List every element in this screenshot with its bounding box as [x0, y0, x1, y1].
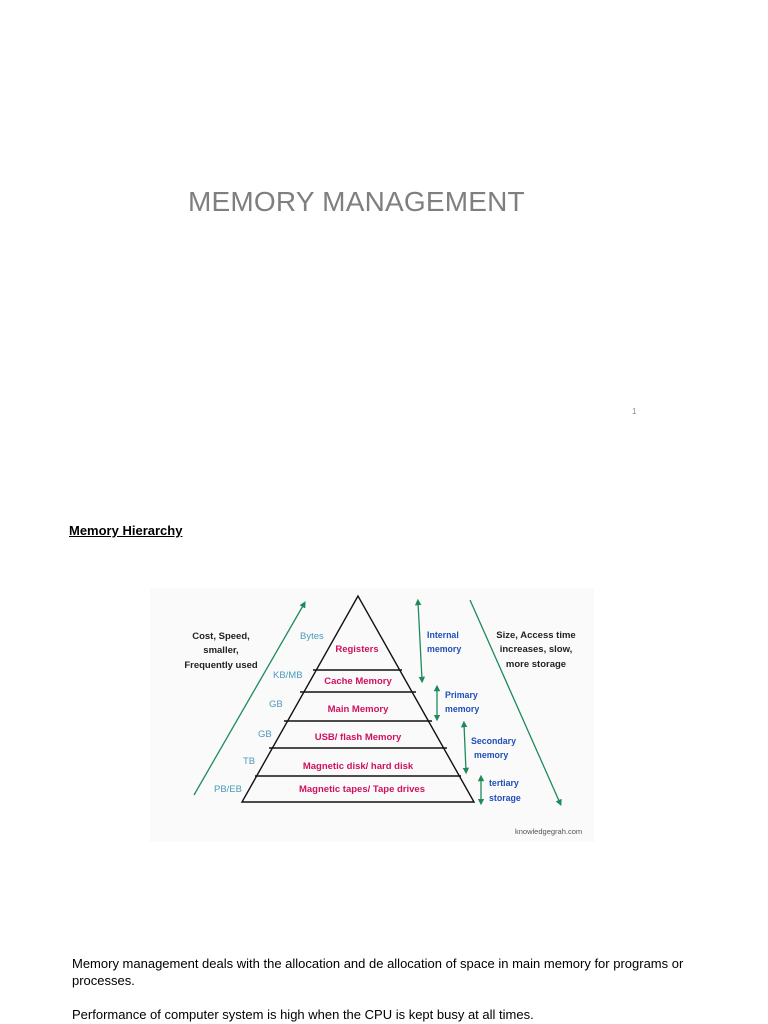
right-note-line-2: increases, slow, [500, 644, 573, 655]
label-internal-1: Internal [427, 630, 459, 640]
memory-hierarchy-figure: Registers Cache Memory Main Memory USB/ … [150, 588, 594, 842]
figure-credit: knowledgegrah.com [515, 827, 582, 836]
arrow-secondary-memory [460, 720, 470, 775]
right-note-line-3: more storage [506, 659, 566, 670]
label-secondary-1: Secondary [471, 736, 516, 746]
label-secondary-2: memory [474, 750, 508, 760]
label-internal-2: memory [427, 644, 461, 654]
label-tertiary-1: tertiary [489, 778, 519, 788]
left-note-line-1: Cost, Speed, [192, 631, 250, 642]
unit-gb-usb: GB [258, 729, 272, 740]
slide-title: MEMORY MANAGEMENT [188, 186, 525, 217]
label-primary-1: Primary [445, 690, 478, 700]
unit-bytes: Bytes [300, 631, 324, 642]
label-tertiary-2: storage [489, 793, 521, 803]
level-magnetic-disk: Magnetic disk/ hard disk [303, 761, 414, 772]
paragraph-cpu-performance: Performance of computer system is high w… [72, 1007, 534, 1022]
right-note-line-1: Size, Access time [496, 630, 575, 641]
level-cache-memory: Cache Memory [324, 676, 392, 687]
unit-gb-main: GB [269, 699, 283, 710]
level-registers: Registers [335, 644, 378, 655]
arrow-down-right-diagonal [469, 599, 562, 806]
arrow-up-left-diagonal [193, 601, 306, 796]
paragraph-memory-management: Memory management deals with the allocat… [72, 956, 684, 988]
unit-pb-eb: PB/EB [214, 784, 242, 795]
pyramid [240, 594, 476, 803]
left-note-line-2: smaller, [203, 645, 238, 656]
unit-kb-mb: KB/MB [273, 670, 303, 681]
level-main-memory: Main Memory [328, 704, 389, 715]
section-heading: Memory Hierarchy [69, 523, 183, 538]
figure-background [150, 588, 594, 842]
unit-tb: TB [243, 756, 255, 767]
page-number: 1 [632, 407, 637, 416]
left-note-line-3: Frequently used [184, 660, 258, 671]
arrow-internal-memory [414, 598, 426, 684]
level-usb-flash-memory: USB/ flash Memory [315, 732, 402, 743]
level-magnetic-tapes: Magnetic tapes/ Tape drives [299, 784, 425, 795]
label-primary-2: memory [445, 704, 479, 714]
